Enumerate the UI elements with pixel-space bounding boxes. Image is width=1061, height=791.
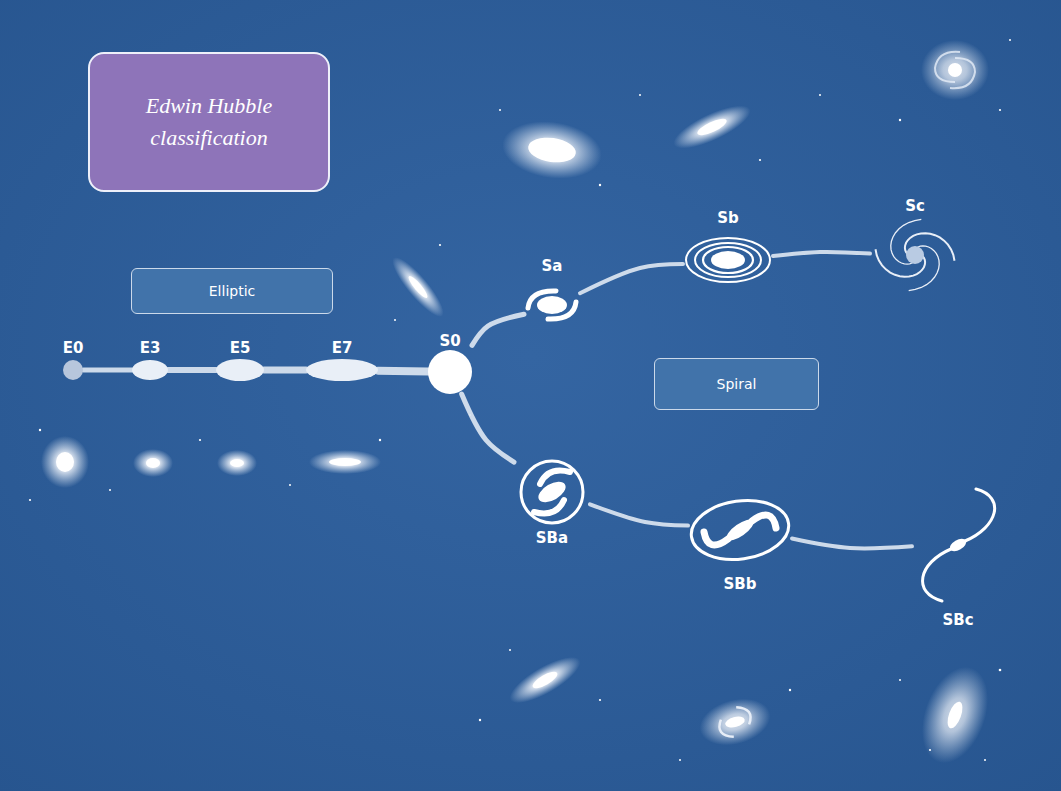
category-box: Spiral	[654, 358, 819, 410]
galaxy-symbol	[912, 485, 1004, 605]
type-label: SBa	[536, 529, 568, 547]
type-label: E0	[63, 339, 84, 357]
galaxy-type: Sa	[524, 257, 580, 323]
type-label: Sa	[542, 257, 563, 275]
galaxy-photo	[910, 658, 1001, 772]
type-label: Sc	[905, 197, 925, 215]
galaxy-symbol	[870, 215, 960, 295]
type-label: Sb	[717, 209, 739, 227]
type-label: SBc	[942, 611, 973, 629]
branch-line	[168, 367, 216, 373]
galaxy-type: S0	[428, 332, 472, 394]
galaxy-symbol	[306, 359, 378, 381]
galaxy-type: Sc	[870, 197, 960, 295]
galaxy-photo	[499, 115, 606, 184]
galaxy-photo	[504, 649, 586, 712]
galaxy-photo	[133, 449, 173, 477]
galaxy-type: E0	[63, 339, 84, 380]
galaxy-photo	[668, 97, 755, 156]
category-label: Spiral	[717, 376, 757, 392]
branch-line	[773, 252, 870, 256]
branch-line	[580, 264, 683, 293]
branch-line	[264, 367, 306, 374]
galaxy-symbol	[216, 359, 264, 381]
type-label: E3	[140, 339, 161, 357]
type-label: E5	[230, 339, 251, 357]
galaxy-type: E5	[216, 339, 264, 381]
galaxy-symbol	[132, 360, 168, 380]
stars	[29, 39, 1011, 761]
branch-line	[472, 314, 524, 345]
galaxy-photo	[921, 40, 989, 100]
galaxy-symbol	[688, 497, 792, 563]
galaxy-type: Sb	[683, 209, 773, 285]
type-label: SBb	[724, 575, 757, 593]
branch-line	[378, 367, 428, 376]
title-box: Edwin Hubble classification	[88, 52, 330, 192]
type-label: S0	[439, 332, 460, 350]
galaxy-type: E7	[306, 339, 378, 381]
branch-line	[83, 368, 132, 373]
category-label: Elliptic	[209, 283, 255, 299]
galaxy-type: E3	[132, 339, 168, 380]
branch-line	[462, 394, 514, 462]
galaxy-photo	[309, 450, 381, 474]
branch-line	[792, 539, 912, 549]
galaxy-photo	[41, 436, 89, 488]
galaxy-photo	[217, 450, 257, 476]
galaxy-type: SBb	[688, 497, 792, 593]
galaxy-photo	[695, 691, 776, 752]
branch-line	[590, 504, 688, 525]
category-box: Elliptic	[131, 268, 333, 314]
galaxy-symbol	[63, 360, 83, 380]
galaxy-symbol	[683, 235, 773, 285]
galaxy-symbol	[524, 287, 580, 323]
galaxy-symbol	[428, 350, 472, 394]
galaxy-type: SBa	[514, 457, 590, 547]
title-text: Edwin Hubble classification	[124, 90, 294, 154]
type-label: E7	[332, 339, 353, 357]
galaxy-photo	[386, 251, 450, 322]
galaxy-symbol	[514, 457, 590, 527]
galaxy-type: SBc	[912, 485, 1004, 629]
